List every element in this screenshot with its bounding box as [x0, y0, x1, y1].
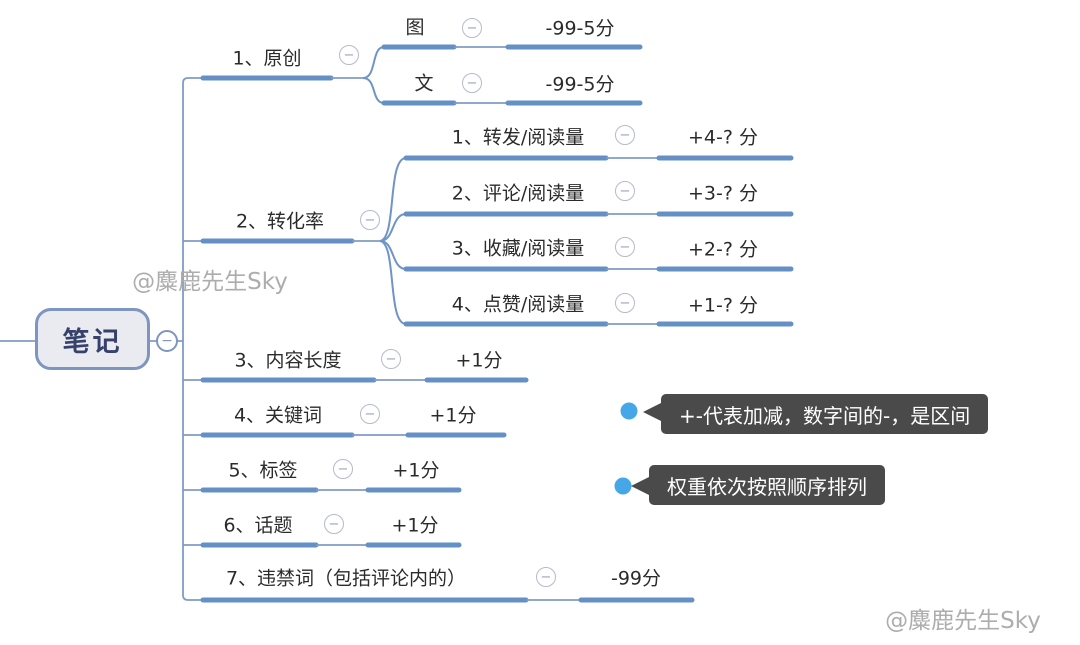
collapse-minus-icon-conversion[interactable]: −	[360, 210, 380, 230]
callout-note-weight-order[interactable]: 权重依次按照顺序排列	[649, 465, 885, 505]
collapse-minus-icon-forbidden[interactable]: −	[536, 567, 556, 587]
node-tags[interactable]: 5、标签	[228, 459, 298, 482]
collapse-minus-icon-comment[interactable]: −	[615, 181, 635, 201]
collapse-minus-icon-image[interactable]: −	[462, 18, 482, 38]
node-original[interactable]: 1、原创	[232, 47, 302, 70]
node-keywords[interactable]: 4、关键词	[233, 404, 323, 427]
value-node-image-score[interactable]: -99-5分	[545, 17, 615, 40]
node-image[interactable]: 图	[405, 16, 425, 39]
node-comment-ratio[interactable]: 2、评论/阅读量	[451, 182, 585, 205]
callout-dot-icon	[620, 402, 638, 420]
root-collapse-minus-icon[interactable]: −	[156, 330, 178, 352]
callout-tail-icon	[631, 476, 651, 496]
collapse-minus-icon-like[interactable]: −	[615, 293, 635, 313]
collapse-minus-icon-content-length[interactable]: −	[381, 349, 401, 369]
value-node-topics-score[interactable]: +1分	[391, 514, 439, 537]
value-node-forbidden-score[interactable]: -99分	[610, 567, 662, 590]
callout-dot-icon	[614, 477, 632, 495]
value-node-comment-score[interactable]: +3-? 分	[688, 182, 758, 205]
value-node-text-score[interactable]: -99-5分	[545, 73, 615, 96]
value-node-tags-score[interactable]: +1分	[392, 459, 440, 482]
collapse-minus-icon-text[interactable]: −	[462, 73, 482, 93]
watermark-center: @麋鹿先生Sky	[132, 269, 288, 295]
collapse-minus-icon-forward[interactable]: −	[615, 125, 635, 145]
collapse-minus-icon-favorite[interactable]: −	[615, 237, 635, 257]
root-node[interactable]: 笔记	[35, 308, 150, 370]
collapse-minus-icon-tags[interactable]: −	[333, 459, 353, 479]
collapse-minus-icon-keywords[interactable]: −	[360, 404, 380, 424]
node-favorite-ratio[interactable]: 3、收藏/阅读量	[451, 237, 585, 260]
value-node-content-length-score[interactable]: +1分	[455, 349, 503, 372]
node-content-length[interactable]: 3、内容长度	[234, 349, 342, 372]
root-node-label: 笔记	[62, 326, 123, 358]
collapse-minus-icon-original[interactable]: −	[339, 45, 359, 65]
node-forward-ratio[interactable]: 1、转发/阅读量	[451, 126, 585, 149]
callout-note-scoring-legend[interactable]: +-代表加减，数字间的-，是区间	[661, 394, 989, 434]
node-forbidden-words[interactable]: 7、违禁词（包括评论内的）	[225, 567, 467, 590]
collapse-minus-icon-topics[interactable]: −	[324, 514, 344, 534]
value-node-favorite-score[interactable]: +2-? 分	[688, 238, 758, 261]
value-node-keywords-score[interactable]: +1分	[429, 404, 477, 427]
node-text[interactable]: 文	[414, 72, 434, 95]
node-topics[interactable]: 6、话题	[223, 514, 293, 537]
watermark-bottom-right: @麋鹿先生Sky	[885, 608, 1041, 634]
value-node-forward-score[interactable]: +4-? 分	[688, 126, 758, 149]
value-node-like-score[interactable]: +1-? 分	[688, 294, 758, 317]
callout-tail-icon	[643, 402, 663, 422]
node-conversion-rate[interactable]: 2、转化率	[235, 210, 325, 233]
node-like-ratio[interactable]: 4、点赞/阅读量	[451, 293, 585, 316]
